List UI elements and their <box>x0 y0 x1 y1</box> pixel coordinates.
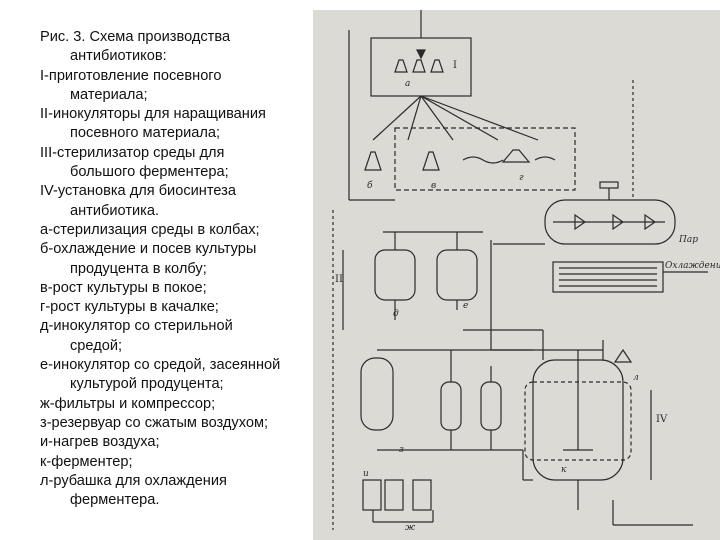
inoculator-d <box>374 249 416 301</box>
caption-line: средой; <box>70 337 123 354</box>
caption-line: продуцента в колбу; <box>70 260 207 277</box>
filter-1 <box>440 381 462 431</box>
flask-b <box>364 151 382 171</box>
caption-line: а-стерилизация среды в колбах; <box>40 221 260 238</box>
label-d: д <box>393 309 399 319</box>
sterilizer-arrow-1 <box>574 213 587 231</box>
label-a: а <box>405 79 410 89</box>
label-k: к <box>561 465 567 475</box>
ray-2 <box>407 95 422 141</box>
inlet-arrow <box>416 49 426 60</box>
caption-line: IV-установка для биосинтеза <box>40 183 236 200</box>
heater-i <box>362 479 382 511</box>
caption-line: III-стерилизатор среды для <box>40 144 225 161</box>
label-zh: ж <box>405 523 416 533</box>
ray-5 <box>420 95 539 141</box>
caption-line: в-рост культуры в покое; <box>40 279 207 296</box>
label-b: б <box>367 180 373 191</box>
caption-line: б-охлаждение и посев культуры <box>40 241 257 258</box>
filter-2 <box>480 381 502 431</box>
inoculator-e <box>436 249 478 301</box>
shaker-wave-2 <box>534 156 556 161</box>
caption-line: большого ферментера; <box>70 164 229 181</box>
label-v: в <box>431 181 436 191</box>
air-reservoir-z <box>360 357 394 431</box>
sterilizer-arrow-2 <box>612 213 625 231</box>
sterilizer-vessel <box>544 199 676 245</box>
compressor-zh-2 <box>412 479 432 511</box>
caption-line: Рис. 3. Схема производства <box>40 29 231 45</box>
sterilizer-arrow-3 <box>644 213 657 231</box>
caption-line: г-рост культуры в качалке; <box>40 299 219 316</box>
flask-a1 <box>394 59 408 73</box>
caption-line: л-рубашка для охлаждения <box>40 472 227 489</box>
ray-3 <box>420 95 454 141</box>
caption-line: антибиотика. <box>70 202 160 219</box>
ray-1 <box>372 95 422 141</box>
schematic-drawing: I II IV а б в г д е ж з и к л Пар Охлажд… <box>332 10 720 533</box>
label-par: Пар <box>678 235 698 245</box>
label-stage-i: I <box>453 60 457 71</box>
label-z: з <box>399 445 404 455</box>
label-stage-ii: II <box>335 274 343 285</box>
label-i: и <box>363 469 369 479</box>
caption-line: II-инокуляторы для наращивания <box>40 106 266 123</box>
fermenter-valve <box>613 348 633 363</box>
flask-a2 <box>412 59 426 73</box>
caption-line: д-инокулятор со стерильной <box>40 318 233 335</box>
flask-a3 <box>430 59 444 73</box>
flask-g <box>501 149 531 163</box>
stage-iii-box <box>394 127 576 191</box>
caption-line: и-нагрев воздуха; <box>40 434 160 451</box>
label-g: г <box>519 173 524 183</box>
ray-4 <box>420 95 499 141</box>
caption-line: материала; <box>70 86 148 103</box>
label-l: л <box>633 373 639 383</box>
process-schematic: I II IV а б в г д е ж з и к л Пар Охлажд… <box>313 10 720 540</box>
caption-line: посевного материала; <box>70 125 221 142</box>
caption-line: I-приготовление посевного <box>40 67 222 84</box>
shaker-wave-1 <box>462 156 504 164</box>
figure-caption: Рис. 3. Схема производства антибиотиков: I… <box>40 28 340 510</box>
caption-line: е-инокулятор со средой, засеянной <box>40 357 281 374</box>
sterilizer-cap <box>599 181 619 189</box>
caption-line: к-ферментер; <box>40 453 133 470</box>
caption-line: ферментера. <box>70 492 160 509</box>
label-ohlazhdenie: Охлаждение <box>665 261 720 271</box>
label-stage-iv: IV <box>656 414 668 425</box>
heat-exchanger <box>552 261 664 293</box>
caption-line: антибиотиков: <box>70 48 167 65</box>
caption-line: з-резервуар со сжатым воздухом; <box>40 414 269 431</box>
caption-line: культурой продуцента; <box>70 376 224 393</box>
flask-v <box>422 151 440 171</box>
compressor-zh <box>384 479 404 511</box>
caption-line: ж-фильтры и компрессор; <box>40 395 216 412</box>
label-e: е <box>463 301 468 311</box>
